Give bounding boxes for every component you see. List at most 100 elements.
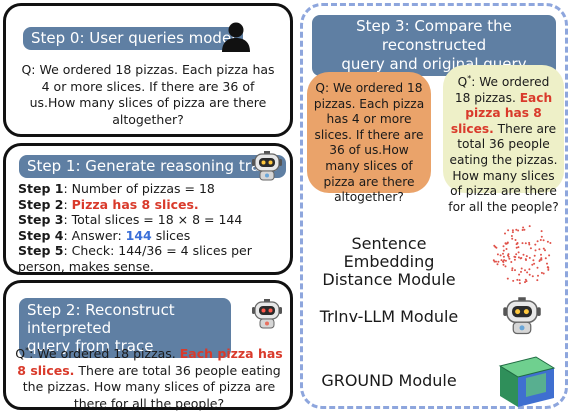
embedding-dot bbox=[549, 242, 552, 244]
embedding-dot bbox=[528, 268, 531, 271]
embedding-dot bbox=[546, 262, 548, 265]
embedding-dot bbox=[505, 248, 508, 250]
embedding-dot bbox=[533, 254, 536, 257]
step0-card bbox=[3, 3, 293, 137]
embedding-dot bbox=[508, 257, 511, 260]
recon-highlight: Each pizza has 8 slices. bbox=[17, 346, 283, 378]
cube-icon bbox=[498, 354, 556, 408]
embedding-dot bbox=[536, 240, 539, 243]
embedding-dot bbox=[544, 257, 547, 260]
embedding-dot bbox=[514, 269, 516, 272]
embedding-dot bbox=[522, 253, 525, 256]
embedding-dot bbox=[515, 253, 518, 256]
embedding-dot bbox=[516, 242, 519, 244]
embedding-dot bbox=[548, 254, 551, 257]
embedding-dot bbox=[532, 259, 535, 262]
embedding-dot bbox=[493, 244, 496, 247]
embedding-dot bbox=[516, 278, 519, 281]
embedding-dot bbox=[504, 265, 507, 268]
embedding-dot bbox=[517, 246, 520, 249]
embedding-dot bbox=[507, 254, 509, 257]
embedding-dot bbox=[512, 279, 515, 282]
embedding-dot bbox=[534, 249, 537, 252]
embedding-dot bbox=[524, 281, 526, 284]
embedding-dot bbox=[542, 247, 545, 250]
embedding-dot bbox=[511, 229, 514, 232]
embedding-dot bbox=[502, 263, 505, 266]
ground-module-label: GROUND Module bbox=[321, 371, 457, 390]
step1-trace: Step 1: Number of pizzas = 18 Step 2: Pi… bbox=[18, 181, 288, 274]
embedding-dot bbox=[492, 259, 495, 262]
embedding-dot bbox=[534, 243, 537, 246]
embedding-dot bbox=[511, 237, 514, 240]
embedding-dot bbox=[537, 274, 539, 277]
step1-title: Step 1: Generate reasoning trace bbox=[19, 155, 286, 178]
embedding-dot bbox=[504, 259, 507, 262]
embedding-dot bbox=[495, 260, 497, 263]
embedding-dot bbox=[547, 268, 550, 271]
embedding-dot bbox=[539, 258, 542, 261]
embedding-dot bbox=[522, 226, 525, 229]
embedding-dot bbox=[528, 241, 531, 244]
embedding-dot bbox=[518, 282, 521, 285]
embedding-dot bbox=[524, 258, 527, 261]
step2-title: Step 2: Reconstruct interpreted query fr… bbox=[19, 298, 231, 358]
embedding-dot bbox=[542, 272, 545, 275]
embedding-dot bbox=[540, 271, 543, 274]
embedding-dot bbox=[502, 252, 504, 255]
embedding-dot bbox=[526, 271, 529, 274]
embedding-dot bbox=[518, 273, 521, 276]
embedding-dot bbox=[497, 260, 500, 263]
embedding-dot bbox=[542, 239, 545, 242]
embedding-dot bbox=[520, 270, 522, 273]
embedding-dot bbox=[517, 251, 520, 254]
embedding-dot bbox=[518, 279, 521, 282]
embedding-dot bbox=[503, 259, 506, 262]
embedding-dot bbox=[515, 228, 518, 231]
step0-query: Q: We ordered 18 pizzas. Each pizza has … bbox=[21, 62, 275, 127]
embedding-dot bbox=[511, 269, 514, 272]
embedding-dot bbox=[546, 266, 549, 269]
embedding-dot bbox=[524, 269, 526, 272]
robot-icon bbox=[502, 296, 542, 336]
embedding-dot bbox=[504, 242, 507, 245]
embedding-dot bbox=[536, 266, 539, 269]
embedding-dot bbox=[514, 256, 517, 258]
original-query-bubble: Q: We ordered 18 pizzas. Each pizza has … bbox=[307, 72, 431, 204]
embedding-dot bbox=[515, 246, 518, 249]
robot-icon bbox=[251, 298, 283, 330]
step2-reconstructed-query: Q*: We ordered 18 pizzas. Each pizza has… bbox=[15, 346, 283, 411]
sentence-embedding-module-label: Sentence Embedding Distance Module bbox=[322, 234, 456, 289]
trinv-llm-module-label: TrInv-LLM Module bbox=[319, 307, 459, 326]
trace-line-4: Step 4: Answer: 144 slices bbox=[18, 227, 191, 243]
trace-line-1: Step 1: Number of pizzas = 18 bbox=[18, 181, 215, 196]
embedding-dot bbox=[511, 267, 514, 270]
embedding-dot bbox=[507, 229, 510, 232]
embedding-dot bbox=[496, 253, 499, 256]
embedding-dot bbox=[544, 249, 546, 252]
embedding-dot bbox=[511, 231, 514, 234]
embedding-dot bbox=[546, 240, 549, 243]
embedding-dot bbox=[520, 267, 523, 270]
embedding-dot bbox=[519, 257, 522, 260]
embedding-dot bbox=[528, 225, 531, 228]
embedding-dot bbox=[504, 232, 506, 235]
user-icon bbox=[221, 21, 251, 53]
trace-line-5: Step 5: Check: 144/36 = 4 slices per per… bbox=[18, 243, 252, 274]
embedding-dot bbox=[513, 258, 516, 261]
embedding-dot bbox=[510, 261, 513, 263]
embedding-dot bbox=[536, 279, 539, 282]
step3-panel bbox=[300, 3, 568, 409]
embedding-dot bbox=[538, 248, 541, 251]
embedding-dot bbox=[502, 245, 505, 248]
embedding-dot bbox=[531, 263, 534, 266]
recon-bubble-highlight: Each pizza has 8 slices. bbox=[450, 90, 553, 136]
scatter-dots-icon bbox=[491, 221, 555, 287]
embedding-dot bbox=[502, 261, 505, 263]
embedding-dot bbox=[539, 239, 542, 241]
step0-title: Step 0: User queries model bbox=[23, 27, 244, 50]
embedding-dot bbox=[502, 255, 505, 258]
embedding-dot bbox=[533, 262, 536, 265]
robot-icon bbox=[251, 150, 283, 182]
embedding-dot bbox=[540, 235, 543, 238]
